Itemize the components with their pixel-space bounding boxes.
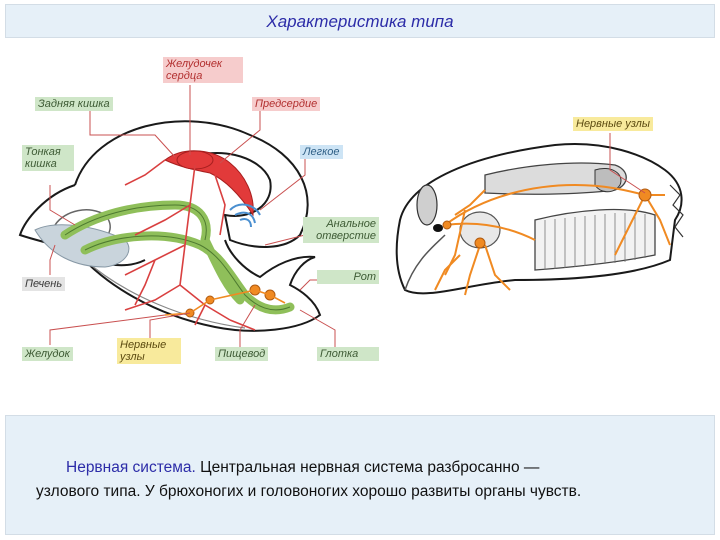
anatomy-drawing: [18, 85, 684, 350]
bivalve-illustration: [395, 143, 684, 295]
label-hindgut: Задняя кишка: [35, 97, 113, 111]
label-nerve-ganglia-left: Нервные узлы: [117, 338, 181, 364]
label-atrium: Предсердие: [252, 97, 321, 111]
bivalve-black-spot: [433, 224, 443, 232]
bivalve-organ: [416, 184, 438, 226]
label-stomach: Желудок: [22, 347, 73, 361]
liver-shape: [34, 224, 130, 268]
gastropod-illustration: [18, 120, 322, 332]
description-term: Нервная система.: [66, 459, 196, 476]
description-box: Нервная система. Центральная нервная сис…: [5, 415, 715, 535]
label-heart-ventricle: Желудочек сердца: [163, 57, 243, 83]
label-anal-opening: Анальное отверстие: [303, 217, 379, 243]
label-mouth: Рот: [317, 270, 379, 284]
label-liver: Печень: [22, 277, 66, 291]
description-text: Нервная система. Центральная нервная сис…: [36, 456, 696, 504]
label-nerve-ganglia-right: Нервные узлы: [573, 117, 653, 131]
foot-lower: [84, 259, 246, 329]
mollusc-diagram: Желудочек сердца Задняя кишка Предсердие…: [15, 45, 710, 375]
label-lung: Легкое: [300, 145, 343, 159]
label-small-intestine: Тонкая кишка: [22, 145, 74, 171]
description-line2: узлового типа. У брюхоногих и головоноги…: [36, 483, 582, 500]
lung-vessels: [229, 203, 261, 228]
leader-lines-left: [49, 85, 350, 350]
bivalve-shell: [395, 143, 683, 295]
nerve-system-right: [434, 183, 671, 296]
label-esophagus: Пищевод: [215, 347, 269, 361]
shell-outline: [74, 120, 309, 248]
blood-vessels: [124, 159, 256, 331]
title-banner: Характеристика типа: [5, 4, 715, 38]
description-line1: Центральная нервная система разбросанно …: [195, 459, 540, 476]
label-pharynx: Глотка: [317, 347, 379, 361]
leader-line-right: [609, 133, 646, 194]
page-title: Характеристика типа: [266, 12, 454, 31]
foot-outline: [74, 239, 322, 332]
